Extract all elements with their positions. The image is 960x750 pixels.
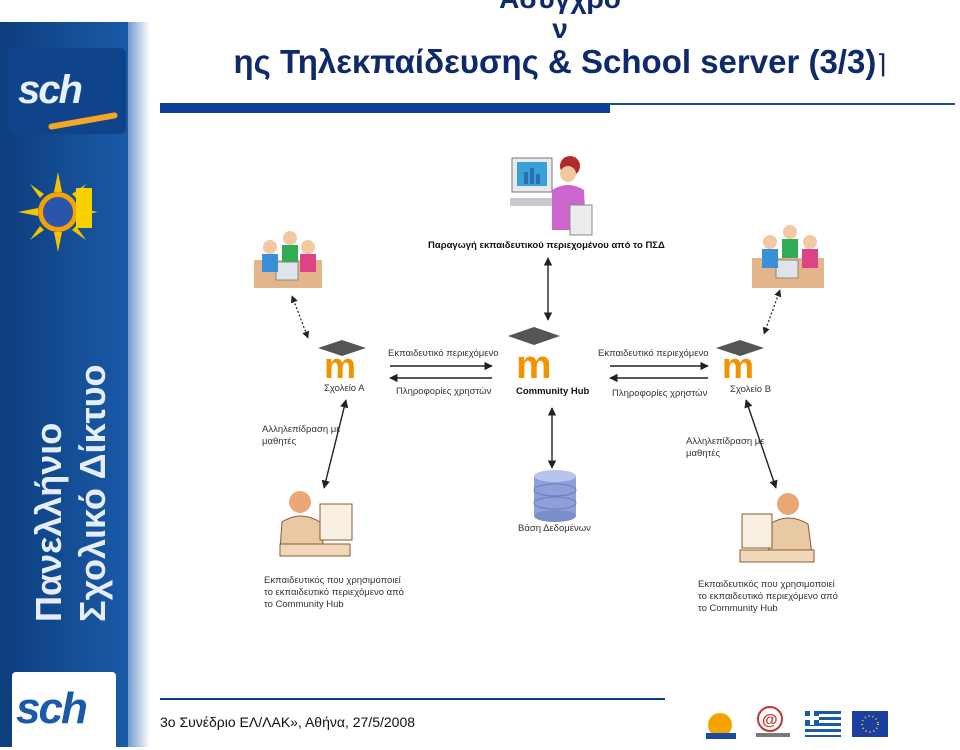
svg-text:@: @ xyxy=(762,712,778,729)
title-underline-dark xyxy=(160,103,610,113)
at-sign-logo: @ xyxy=(756,706,790,737)
greece-2008-logo xyxy=(706,713,736,739)
title-trailing-glyph: ⌉ xyxy=(876,49,887,79)
user-info-right-label: Πληροφορίες χρηστών xyxy=(612,388,708,399)
conference-sun-logo xyxy=(18,172,98,252)
diagram-graphics: m m m xyxy=(254,156,824,563)
eu-flag-icon xyxy=(852,711,888,737)
title-line-2: ν xyxy=(552,13,568,44)
sponsor-logos: @ xyxy=(700,703,950,743)
moodle-logo-school-b: m xyxy=(716,340,764,386)
moodle-logo-hub: m xyxy=(508,327,560,387)
teacher-right-label: Εκπαιδευτικός που χρησιμοποιεί το εκπαιδ… xyxy=(698,579,838,614)
svg-text:m: m xyxy=(516,343,552,387)
sch-logo-bottom: sch xyxy=(12,672,116,750)
title-line-3: ης Τηλεκπαίδευσης & School server (3/3)⌉ xyxy=(160,44,960,82)
svg-text:m: m xyxy=(324,345,356,386)
content-production-label: Παραγωγή εκπαιδευτικού περιεχομένου από … xyxy=(428,240,665,251)
interaction-right-label: Αλληλεπίδραση με μαθητές xyxy=(686,436,765,459)
teacher-figure-left xyxy=(279,491,353,557)
moodle-logo-school-a: m xyxy=(318,340,366,386)
conference-footer: 3ο Συνέδριο ΕΛ/ΛΑΚ», Αθήνα, 27/5/2008 xyxy=(160,714,416,730)
greek-flag-icon xyxy=(805,711,841,737)
user-info-left-label: Πληροφορίες χρηστών xyxy=(396,386,492,397)
logo-swoosh xyxy=(48,111,118,131)
sidebar-panel xyxy=(0,22,128,747)
vertical-title: Πανελλήνιο Σχολικό Δίκτυο xyxy=(28,332,113,622)
footer-rule xyxy=(160,698,665,700)
community-hub-label: Community Hub xyxy=(516,386,590,397)
svg-text:m: m xyxy=(722,345,754,386)
sidebar: sch Πανελλήνιο Σχολικό Δίκτυο sch xyxy=(0,22,150,750)
title-line-3-text: ης Τηλεκπαίδευσης & School server (3/3) xyxy=(233,43,877,80)
school-b-label: Σχολείο Β xyxy=(730,384,772,395)
slide-title: Ασύγχρο ν ης Τηλεκπαίδευσης & School ser… xyxy=(160,0,960,82)
teacher-left-label: Εκπαιδευτικός που χρησιμοποιεί το εκπαιδ… xyxy=(264,575,404,610)
sch-logo-bottom-text: sch xyxy=(16,684,88,733)
database-icon xyxy=(533,470,577,522)
title-line-1: Ασύγχρο xyxy=(160,0,960,14)
vertical-line-2: Σχολικό Δίκτυο xyxy=(72,364,113,622)
database-label: Βάση Δεδομένων xyxy=(518,523,591,534)
community-hub-diagram: m m m xyxy=(240,150,860,620)
students-group-left xyxy=(254,231,322,288)
teacher-figure-right xyxy=(739,493,815,563)
vertical-line-1: Πανελλήνιο xyxy=(28,422,69,622)
edu-content-left-label: Εκπαιδευτικό περιεχόμενο xyxy=(388,348,499,359)
sch-logo-top: sch xyxy=(8,48,126,134)
sponsor-logos-graphic: @ xyxy=(706,706,888,739)
sch-logo-text: sch xyxy=(18,68,83,112)
interaction-left-label: Αλληλεπίδραση με μαθητές xyxy=(262,424,341,447)
school-a-label: Σχολείο Α xyxy=(324,383,365,394)
edu-content-right-label: Εκπαιδευτικό περιεχόμενο xyxy=(598,348,709,359)
title-underline-light xyxy=(610,103,955,105)
students-group-right xyxy=(752,225,824,288)
content-producer-figure xyxy=(510,156,593,236)
